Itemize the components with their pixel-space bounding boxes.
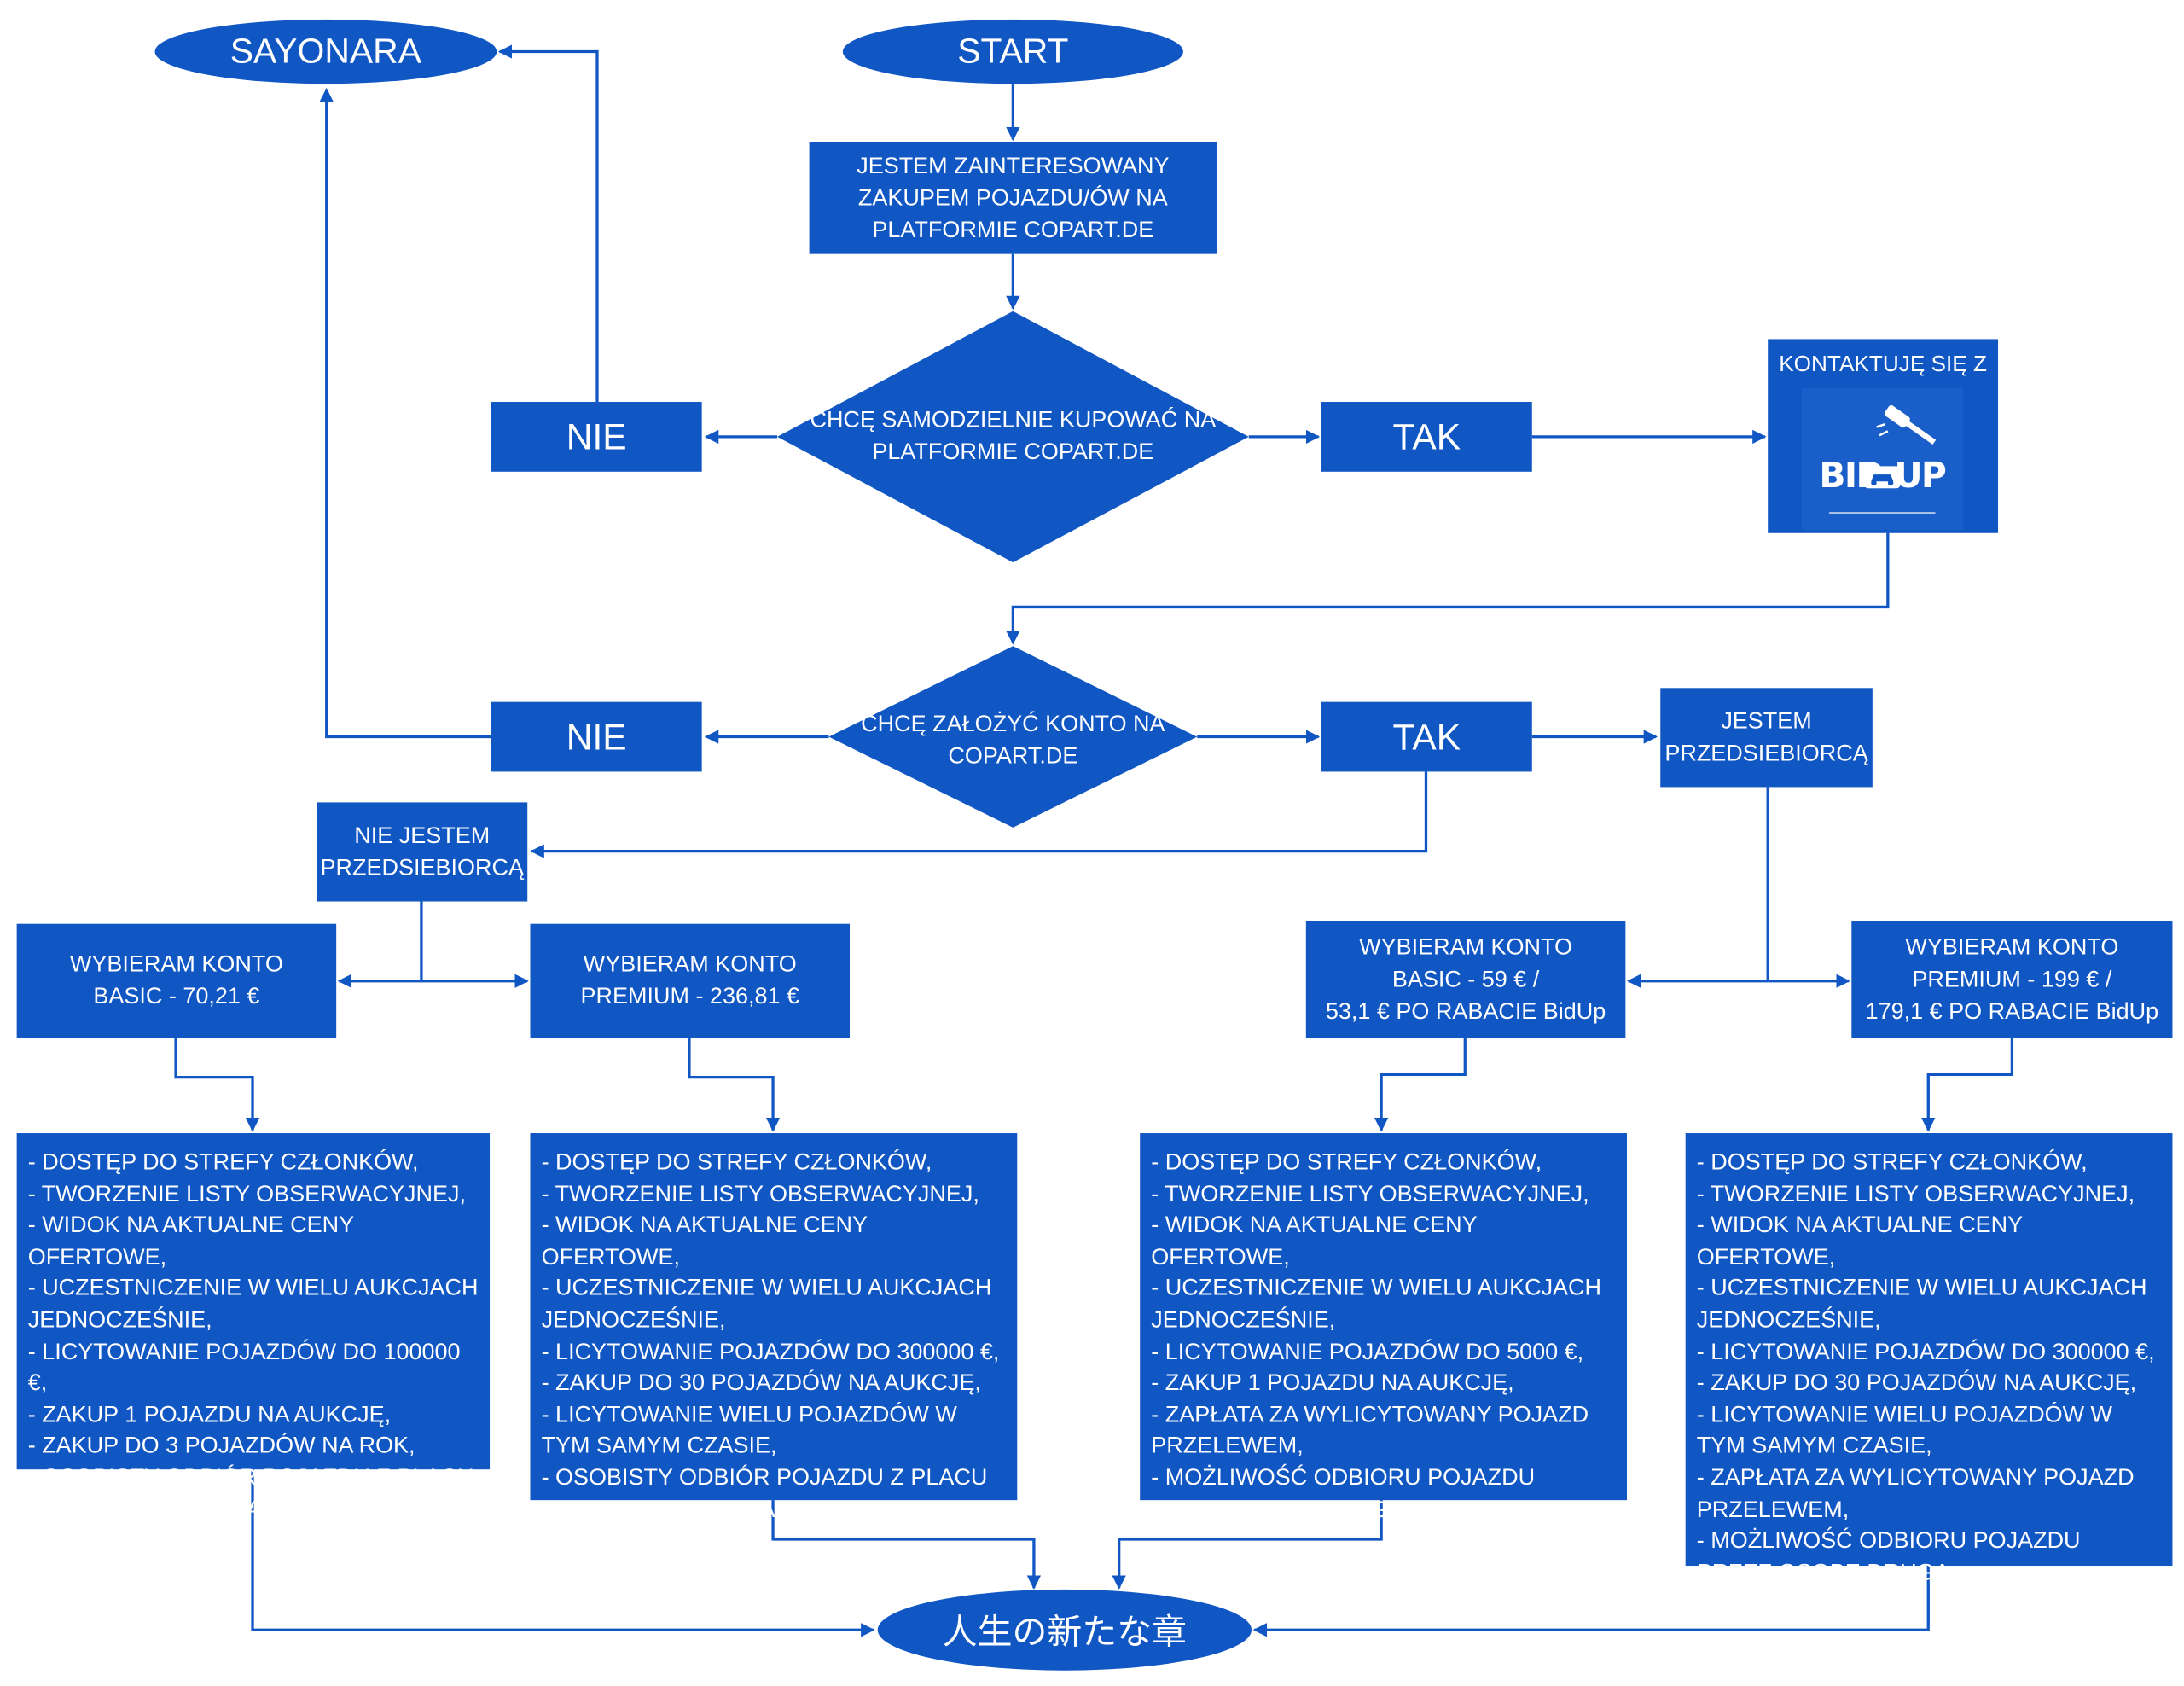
feature-item: - LICYTOWANIE WIELU POJAZDÓW W TYM SAMYM… xyxy=(1696,1402,2113,1459)
feature-item: - LICYTOWANIE POJAZDÓW DO 5000 €, xyxy=(1151,1339,1584,1364)
account-company-basic-line-1: WYBIERAM KONTO xyxy=(1359,933,1573,960)
feature-item: - TWORZENIE LISTY OBSERWACYJNEJ, xyxy=(1696,1181,2135,1207)
arrow-f4-end xyxy=(1252,1566,1930,1637)
feature-item: - TWORZENIE LISTY OBSERWACYJNEJ, xyxy=(541,1181,979,1207)
arrow-tak2-notcompany xyxy=(530,771,1428,858)
interest-line-3: PLATFORMIE COPART.DE xyxy=(872,217,1154,242)
account-company-premium-line-1: WYBIERAM KONTO xyxy=(1905,933,2119,960)
account-private-basic-line-1: WYBIERAM KONTO xyxy=(69,951,283,977)
arrow-f1-end xyxy=(251,1469,875,1637)
decision-2-line-2: COPART.DE xyxy=(948,743,1078,770)
feature-item: - ZAKUP DO 30 POJAZDÓW NA AUKCJĘ, xyxy=(541,1370,981,1396)
company-box: JESTEM PRZEDSIEBIORCĄ xyxy=(1660,688,1873,788)
account-private-basic-line-2: BASIC - 70,21 € xyxy=(93,984,260,1009)
sayonara-node: SAYONARA xyxy=(154,19,497,84)
account-company-basic: WYBIERAM KONTO BASIC - 59 € / 53,1 € PO … xyxy=(1305,921,1626,1038)
feature-item: - MOŻLIWOŚĆ ODBIORU POJAZDU PRZEZ OSOBĘ … xyxy=(1151,1465,1536,1522)
feature-item: - UCZESTNICZENIE W WIELU AUKCJACH JEDNOC… xyxy=(1151,1276,1602,1333)
decision-2-line-1: CHCĘ ZAŁOŻYĆ KONTO NA xyxy=(861,712,1165,737)
answer-no-2: NIE xyxy=(491,701,702,772)
decision-1-text: CHCĘ SAMODZIELNIE KUPOWAĆ NA PLATFORMIE … xyxy=(777,395,1249,479)
decision-1-line-2: PLATFORMIE COPART.DE xyxy=(872,439,1154,465)
decision-2-text: CHCĘ ZAŁOŻYĆ KONTO NA COPART.DE xyxy=(828,709,1197,773)
arrow-company-premium-features xyxy=(1921,1038,2014,1132)
arrow-nie2-sayonara xyxy=(319,88,491,739)
feature-item: - ZAKUP 1 POJAZDU NA AUKCJĘ, xyxy=(1151,1370,1514,1396)
feature-item: - WIDOK NA AKTUALNE CENY OFERTOWE, xyxy=(1151,1212,1478,1270)
features-private-premium: - DOSTĘP DO STREFY CZŁONKÓW, - TWORZENIE… xyxy=(530,1133,1018,1522)
feature-item: - WIDOK NA AKTUALNE CENY OFERTOWE, xyxy=(27,1212,354,1270)
feature-item: - UCZESTNICZENIE W WIELU AUKCJACH JEDNOC… xyxy=(27,1276,479,1333)
car-icon xyxy=(1864,466,1901,489)
feature-item: - OSOBISTY ODBIÓR POJAZDU Z PLACU WRAZ Z… xyxy=(541,1465,988,1522)
account-company-premium: WYBIERAM KONTO PREMIUM - 199 € / 179,1 €… xyxy=(1851,921,2173,1038)
feature-item: - ZAKUP 1 POJAZDU NA AUKCJĘ, xyxy=(27,1402,392,1427)
company-line-2: PRZEDSIEBIORCĄ xyxy=(1664,740,1868,766)
account-company-premium-line-2: PREMIUM - 199 € / xyxy=(1912,966,2112,992)
answer-yes-1: TAK xyxy=(1321,402,1532,472)
not-company-line-2: PRZEDSIEBIORCĄ xyxy=(320,854,524,881)
feature-item: - MOŻLIWOŚĆ ODBIORU POJAZDU PRZEZ OSOBĘ … xyxy=(1696,1528,2081,1585)
feature-item: - ZAKUP DO 3 POJAZDÓW NA ROK, xyxy=(27,1433,415,1459)
feature-item: - DOSTĘP DO STREFY CZŁONKÓW, xyxy=(1151,1149,1542,1176)
start-node: START xyxy=(842,19,1183,84)
account-company-basic-line-2: BASIC - 59 € / xyxy=(1391,966,1540,992)
contact-bidup-box: KONTAKTUJĘ SIĘ Z BID UP xyxy=(1768,339,1999,533)
arrow-private-premium-features xyxy=(688,1038,781,1132)
feature-item: - ZAPŁATA ZA WYLICYTOWANY POJAZD PRZELEW… xyxy=(1696,1465,2135,1522)
feature-item: - LICYTOWANIE POJAZDÓW DO 300000 €, xyxy=(1696,1339,2155,1364)
feature-item: - DOSTĘP DO STREFY CZŁONKÓW, xyxy=(27,1149,419,1176)
features-private-basic: - DOSTĘP DO STREFY CZŁONKÓW, - TWORZENIE… xyxy=(16,1133,491,1522)
feature-item: - LICYTOWANIE WIELU POJAZDÓW W TYM SAMYM… xyxy=(541,1402,957,1459)
feature-item: - UCZESTNICZENIE W WIELU AUKCJACH JEDNOC… xyxy=(1696,1276,2147,1333)
feature-item: - WIDOK NA AKTUALNE CENY OFERTOWE, xyxy=(1696,1212,2023,1270)
account-private-basic: WYBIERAM KONTO BASIC - 70,21 € xyxy=(16,923,337,1038)
arrow-private-basic-features xyxy=(174,1038,260,1132)
arrow-contact-q2 xyxy=(1006,532,1890,645)
gavel-icon xyxy=(1876,404,1937,445)
feature-item: - DOSTĘP DO STREFY CZŁONKÓW, xyxy=(1696,1149,2088,1176)
account-private-premium-line-2: PREMIUM - 236,81 € xyxy=(580,984,799,1009)
feature-item: - LICYTOWANIE POJAZDÓW DO 300000 €, xyxy=(541,1339,1000,1364)
feature-item: - TWORZENIE LISTY OBSERWACYJNEJ, xyxy=(1151,1181,1589,1207)
feature-item: - LICYTOWANIE POJAZDÓW DO 100000 €, xyxy=(27,1339,461,1396)
answer-yes-2: TAK xyxy=(1321,701,1532,772)
feature-item: - WIDOK NA AKTUALNE CENY OFERTOWE, xyxy=(541,1212,868,1270)
arrow-nie1-sayonara xyxy=(497,44,599,403)
arrow-f2-end xyxy=(771,1500,1042,1590)
arrow-f3-end xyxy=(1112,1500,1383,1590)
interest-box: JESTEM ZAINTERESOWANY ZAKUPEM POJAZDU/ÓW… xyxy=(809,142,1217,254)
bidup-logo: BID UP xyxy=(1801,387,1964,531)
feature-item: - ZAPŁATA ZA WYLICYTOWANY POJAZD PRZELEW… xyxy=(1151,1402,1589,1459)
arrow-company-basic-features xyxy=(1374,1038,1467,1132)
decision-1-line-1: CHCĘ SAMODZIELNIE KUPOWAĆ NA xyxy=(810,407,1217,433)
interest-line-1: JESTEM ZAINTERESOWANY xyxy=(857,153,1170,178)
account-company-basic-line-3: 53,1 € PO RABACIE BidUp xyxy=(1325,998,1606,1024)
feature-item: - UCZESTNICZENIE W WIELU AUKCJACH JEDNOC… xyxy=(541,1276,992,1333)
features-company-premium: - DOSTĘP DO STREFY CZŁONKÓW, - TWORZENIE… xyxy=(1685,1133,2173,1584)
contact-title: KONTAKTUJĘ SIĘ Z xyxy=(1779,352,1988,377)
account-private-premium-line-1: WYBIERAM KONTO xyxy=(583,951,797,977)
account-private-premium: WYBIERAM KONTO PREMIUM - 236,81 € xyxy=(530,923,851,1038)
feature-item: - DOSTĘP DO STREFY CZŁONKÓW, xyxy=(541,1149,932,1176)
account-company-premium-line-3: 179,1 € PO RABACIE BidUp xyxy=(1865,998,2159,1024)
feature-item: - OSOBISTY ODBIÓR POJAZDU Z PLACU WRAZ Z… xyxy=(27,1465,474,1522)
not-company-box: NIE JESTEM PRZEDSIEBIORCĄ xyxy=(317,802,528,902)
end-node: 人生の新たな章 xyxy=(877,1589,1252,1671)
feature-item: - TWORZENIE LISTY OBSERWACYJNEJ, xyxy=(27,1181,467,1207)
features-company-basic: - DOSTĘP DO STREFY CZŁONKÓW, - TWORZENIE… xyxy=(1140,1133,1627,1522)
company-line-1: JESTEM xyxy=(1721,708,1812,734)
feature-item: - ZAKUP DO 30 POJAZDÓW NA AUKCJĘ, xyxy=(1696,1370,2137,1396)
interest-line-2: ZAKUPEM POJAZDU/ÓW NA xyxy=(857,184,1168,211)
bidup-logo-underline xyxy=(1829,512,1936,514)
answer-no-1: NIE xyxy=(491,402,702,472)
not-company-line-1: NIE JESTEM xyxy=(354,823,491,848)
